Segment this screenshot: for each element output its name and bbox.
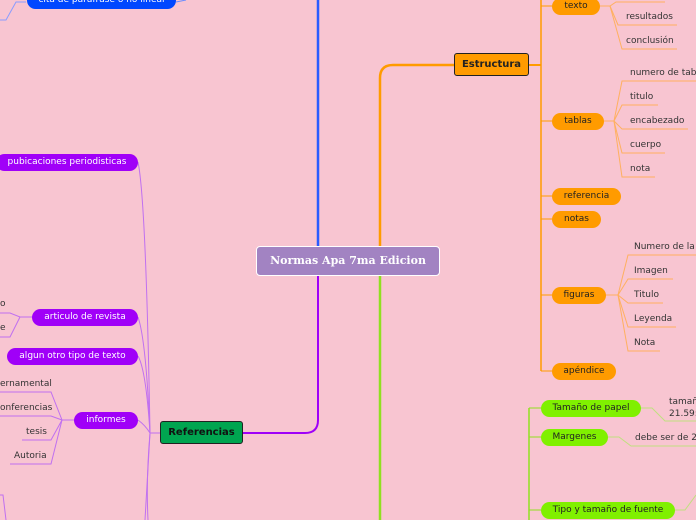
- node-otro-texto[interactable]: algun otro tipo de texto: [7, 348, 138, 365]
- leaf-conferencias[interactable]: onferencias: [0, 403, 53, 413]
- leaf-encabezado[interactable]: encabezado: [630, 116, 685, 126]
- leaf-resultados[interactable]: resultados: [626, 12, 673, 22]
- leaf-tamano-detail-1[interactable]: tamañ: [669, 397, 696, 407]
- node-figuras[interactable]: figuras: [552, 287, 606, 304]
- leaf-articulo-2[interactable]: e: [0, 323, 6, 333]
- leaf-articulo-1[interactable]: o: [0, 299, 6, 309]
- node-tipo-fuente[interactable]: Tipo y tamaño de fuente: [541, 502, 675, 519]
- node-referencia[interactable]: referencia: [552, 188, 621, 205]
- leaf-numero-tabla[interactable]: numero de tab: [630, 68, 696, 78]
- node-articulo-revista[interactable]: articulo de revista: [32, 309, 138, 326]
- leaf-titulo-figura[interactable]: Titulo: [634, 290, 659, 300]
- leaf-nota-figura[interactable]: Nota: [634, 338, 656, 348]
- root-node[interactable]: Normas Apa 7ma Edicion: [256, 246, 440, 276]
- leaf-tesis[interactable]: tesis: [26, 427, 47, 437]
- leaf-margenes-detail[interactable]: debe ser de 2: [635, 433, 696, 443]
- leaf-leyenda[interactable]: Leyenda: [634, 314, 673, 324]
- node-apendice[interactable]: apéndice: [552, 363, 616, 380]
- leaf-conclusion[interactable]: conclusión: [626, 36, 674, 46]
- node-publicaciones-periodisticas[interactable]: pubicaciones periodisticas: [0, 154, 138, 171]
- leaf-autoria[interactable]: Autoria: [14, 451, 47, 461]
- node-estructura[interactable]: Estructura: [454, 53, 529, 76]
- leaf-gubernamental[interactable]: ernamental: [0, 379, 52, 389]
- leaf-numero-figura[interactable]: Numero de la: [634, 242, 695, 252]
- node-texto[interactable]: texto: [552, 0, 600, 15]
- node-margenes[interactable]: Margenes: [541, 429, 608, 446]
- leaf-tamano-detail-2[interactable]: 21.59:: [669, 409, 696, 419]
- node-notas[interactable]: notas: [552, 211, 601, 228]
- node-referencias[interactable]: Referencias: [160, 421, 243, 444]
- leaf-nota[interactable]: nota: [630, 164, 651, 174]
- node-tamano-papel[interactable]: Tamaño de papel: [541, 400, 641, 417]
- node-informes[interactable]: informes: [74, 412, 138, 429]
- node-cita-parafrase[interactable]: cita de parafrase o no lineal: [27, 0, 176, 9]
- node-tablas[interactable]: tablas: [552, 113, 604, 130]
- leaf-titulo[interactable]: titulo: [630, 92, 654, 102]
- leaf-imagen[interactable]: Imagen: [634, 266, 668, 276]
- leaf-cuerpo[interactable]: cuerpo: [630, 140, 662, 150]
